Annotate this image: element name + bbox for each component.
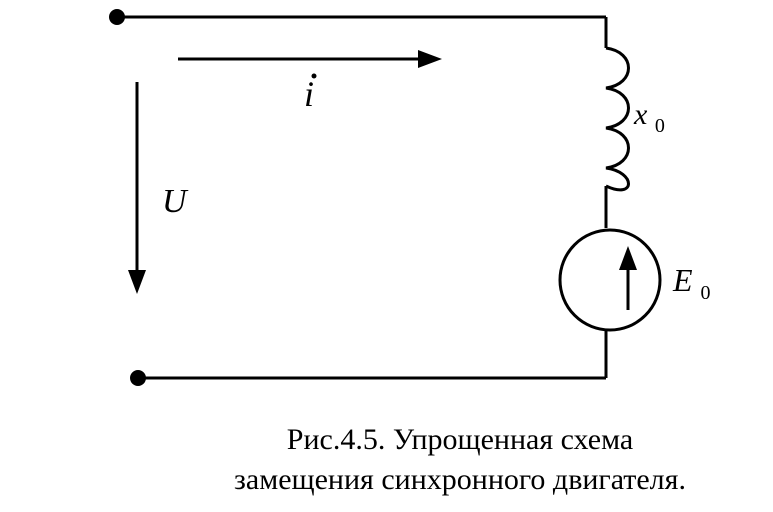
reactance-label-main: x <box>633 98 648 131</box>
top-terminal <box>109 9 125 25</box>
voltage-arrow-head <box>128 270 146 294</box>
reactance-label: x 0 <box>633 98 665 137</box>
emf-label: E 0 <box>672 262 711 304</box>
emf-label-sub: 0 <box>701 282 711 304</box>
current-arrow-head <box>418 50 442 68</box>
current-label: i <box>304 74 314 114</box>
voltage-label: U <box>162 183 189 220</box>
caption-line-2: замещения синхронного двигателя. <box>234 463 686 496</box>
reactance-label-sub: 0 <box>655 115 665 137</box>
current-label-dot <box>311 73 317 79</box>
emf-label-main: E <box>672 262 693 298</box>
bottom-terminal <box>130 370 146 386</box>
caption-line-1: Рис.4.5. Упрощенная схема <box>286 423 634 456</box>
emf-source-circle <box>558 228 662 332</box>
inductor-coil <box>605 46 630 192</box>
emf-arrow-head <box>619 246 637 270</box>
figure-caption: Рис.4.5. Упрощенная схема замещения синх… <box>160 420 760 500</box>
